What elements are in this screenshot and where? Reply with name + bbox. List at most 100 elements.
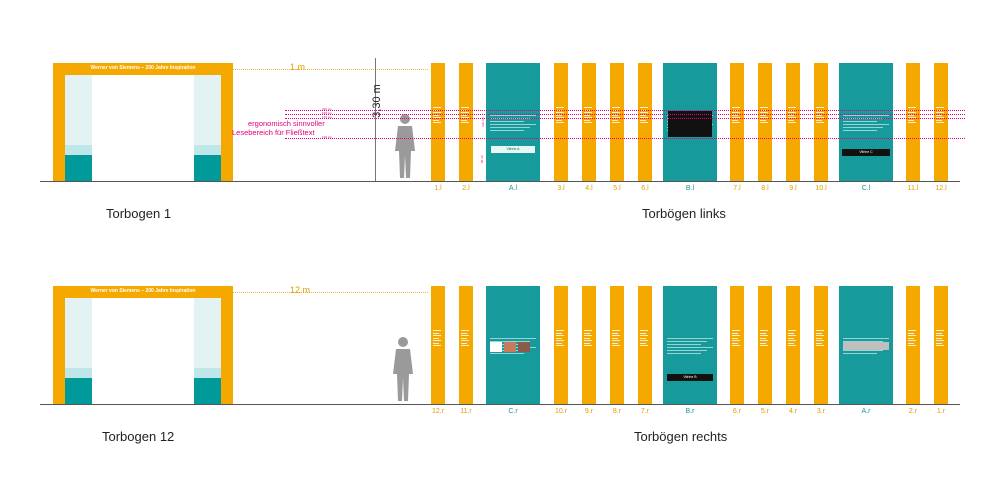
text-line [433,337,439,339]
text-line [816,332,822,334]
text-line [461,340,469,341]
pillar [934,286,948,404]
text-line [816,345,824,346]
text-line [936,117,944,118]
text-line [612,335,620,336]
pillar [431,63,445,181]
text-line [461,117,469,118]
unit-label: 12.r [431,408,445,415]
text-line [556,122,564,123]
text-line [584,342,590,344]
section-label: Torbögen rechts [634,429,728,444]
text-line [556,107,564,108]
text-line [788,122,796,123]
screen [668,111,712,137]
image-thumb [504,342,516,352]
text-line [612,340,620,341]
height-label: 3,30 m [370,84,383,118]
text-line [936,337,942,339]
pillar [459,63,473,181]
text-line [490,121,524,122]
unit-label: 4.l [585,185,593,192]
pillar [610,63,624,181]
text-line [640,335,648,336]
text-line [433,112,441,113]
text-line [732,122,740,123]
unit-label: 8.l [761,185,769,192]
panel-dimension: 110 cm [480,117,485,127]
text-line [461,107,469,108]
text-line [461,112,469,113]
gate-column-band [194,368,221,380]
text-line [556,112,564,113]
pillar [638,286,652,404]
text-line [936,107,944,108]
pillar [610,286,624,404]
text-line [667,353,701,354]
gate-column-band [194,145,221,157]
text-line [816,107,824,108]
text-line [732,335,740,336]
text-line [760,342,766,344]
text-line [584,122,592,123]
gate-column-band [65,368,92,380]
gate-title: Werner von Siemens – 200 Jahre Inspirati… [90,288,196,294]
unit-label: 2.r [908,408,918,415]
text-line [490,341,530,342]
text-line [788,330,796,331]
text-line [788,332,794,334]
text-line [640,119,646,121]
text-line [908,345,916,346]
text-line [760,119,766,121]
text-line [556,345,564,346]
human-silhouette-icon [395,114,415,178]
unit-label: 8.r [612,408,622,415]
text-line [788,335,796,336]
pillar [730,286,744,404]
vitrine-label: Vitrine A [491,146,535,153]
unit-label: 5.r [760,408,770,415]
text-line [816,330,824,331]
info-panel [839,286,893,404]
gate-label: Torbogen 12 [102,429,175,444]
unit-label: 5.l [613,185,621,192]
unit-label: 6.r [732,408,742,415]
text-line [640,345,648,346]
vitrine-label: Vitrine B [667,374,713,381]
text-line [760,112,768,113]
unit-label: B.l [685,185,695,192]
vitrine-label: Vitrine C [842,149,890,156]
text-line [667,338,713,339]
text-line [908,342,914,344]
pillar [554,286,568,404]
text-line [936,330,944,331]
pillar [934,63,948,181]
pillar [730,63,744,181]
text-line [788,112,796,113]
text-line [732,117,740,118]
text-line [490,353,524,354]
unit-label: 11.r [460,408,472,415]
text-line [788,117,796,118]
reading-height-line [285,114,965,115]
text-line [908,119,914,121]
text-line [433,332,439,334]
gate-label: Torbogen 1 [106,206,172,221]
text-line [788,345,796,346]
unit-label: C.l [861,185,871,192]
text-line [461,335,469,336]
text-line [816,114,822,116]
reading-height-line [285,138,965,139]
text-line [936,345,944,346]
text-line [584,340,592,341]
text-line [433,335,441,336]
torbogen-gate: Werner von Siemens – 200 Jahre Inspirati… [53,63,233,181]
text-line [843,350,883,351]
text-line [584,112,592,113]
text-line [908,122,916,123]
text-line [490,115,536,116]
text-line [556,332,562,334]
text-line [936,340,944,341]
text-line [732,337,738,339]
text-line [433,119,439,121]
